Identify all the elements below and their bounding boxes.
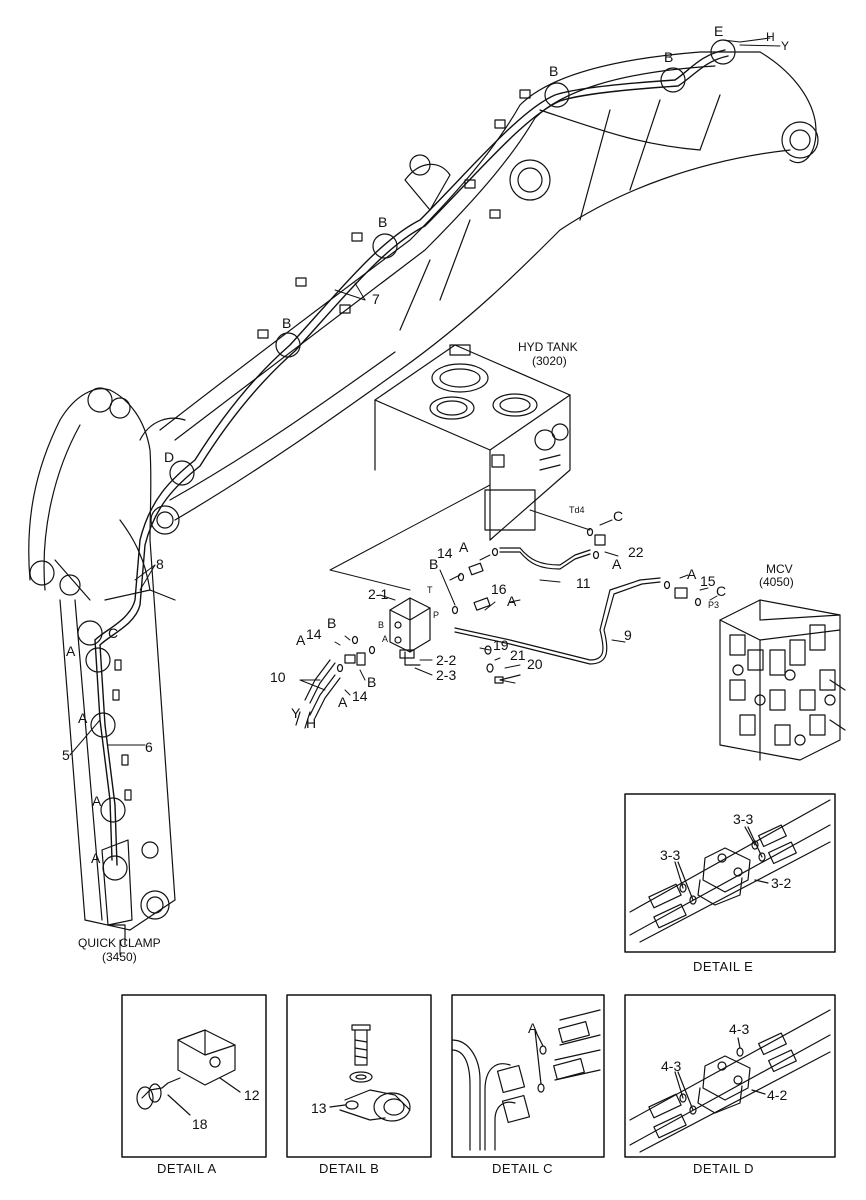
boom [139,51,819,535]
callout-14-3: 14 [352,688,368,704]
callout-6: 6 [145,739,153,755]
detail-e-caption: DETAIL E [693,959,754,974]
port-b-label: B [378,620,385,630]
mcv-valve [719,599,846,761]
fittings [295,527,702,729]
callout-b-2: B [549,63,559,79]
detail-e-3-3-a: 3-3 [733,811,754,827]
manifold-block [389,597,431,666]
callout-a-7: A [507,593,517,609]
callout-2-3: 2-3 [436,667,457,683]
callout-b-6: B [327,615,337,631]
callout-c: C [108,625,119,641]
callout-e: E [714,23,724,39]
machine-leaders [69,37,781,956]
arm [28,387,176,946]
port-p-label: P [433,610,440,620]
callout-a-9: A [338,694,348,710]
detail-d-drawing [624,994,836,1158]
detail-a-caption: DETAIL A [157,1161,217,1176]
detail-d-4-3-a: 4-3 [729,1021,750,1037]
detail-d-caption: DETAIL D [693,1161,755,1176]
callout-a-10: A [687,566,697,582]
callout-y-2: Y [291,705,301,721]
callout-2-1: 2-1 [368,586,389,602]
callout-h: H [766,30,775,44]
callout-d: D [164,449,175,465]
callout-5: 5 [62,747,70,763]
port-t-label: T [427,585,433,595]
callout-h-2: H [306,715,317,731]
callout-8: 8 [156,556,164,572]
callout-9: 9 [624,627,632,643]
quick-clamp-code: (3450) [102,950,137,964]
callout-b-5: B [429,556,439,572]
callout-c-3: C [716,583,727,599]
callout-a-4: A [91,850,101,866]
callout-11: 11 [576,575,591,591]
port-a-label: A [382,634,389,644]
detail-e-3-2: 3-2 [771,875,792,891]
detail-d-4-3-b: 4-3 [661,1058,682,1074]
callout-a-6: A [612,556,622,572]
detail-a-18: 18 [192,1116,208,1132]
mcv-label: MCV [766,562,793,576]
callout-14-1: 14 [437,545,453,561]
hyd-tank-label: HYD TANK [518,340,578,354]
callout-16: 16 [491,581,507,597]
hyd-tank [374,344,571,541]
callout-21: 21 [510,647,526,663]
detail-e-drawing [624,793,836,953]
detail-e-3-3-b: 3-3 [660,847,681,863]
callout-20: 20 [527,656,543,672]
callout-y: Y [781,39,790,53]
callout-15: 15 [700,573,716,589]
detail-a-drawing [121,994,267,1158]
detail-circles [77,39,736,881]
callout-19: 19 [493,637,509,653]
callout-b-1: B [664,49,674,65]
callout-a-3: A [92,793,102,809]
detail-a-12: 12 [244,1087,260,1103]
callout-b-7: B [367,674,377,690]
callout-b-4: B [282,315,292,331]
callout-2-2: 2-2 [436,652,457,668]
callout-a-8: A [296,632,306,648]
callout-b-3: B [378,214,388,230]
detail-c-caption: DETAIL C [492,1161,554,1176]
callout-22: 22 [628,544,644,560]
detail-b-drawing [286,994,432,1158]
callout-a-2: A [78,710,88,726]
p3-port-label: P3 [708,600,720,610]
callout-a-5: A [459,539,469,555]
tank-leaders [329,484,591,591]
quick-clamp-label: QUICK CLAMP [78,936,161,950]
detail-d-4-2: 4-2 [767,1087,788,1103]
callout-10: 10 [270,669,286,685]
mcv-code: (4050) [759,575,794,589]
callout-14-2: 14 [306,626,322,642]
td4-port-label: Td4 [569,505,585,515]
fitting-leaders [299,519,718,696]
detail-c-drawing [451,994,605,1158]
callout-a-1: A [66,643,76,659]
boom-arm-pipes [94,49,729,866]
callout-c-2: C [613,508,624,524]
detail-c-a: A [528,1020,538,1036]
hyd-tank-code: (3020) [532,354,567,368]
detail-b-caption: DETAIL B [319,1161,380,1176]
callout-7: 7 [372,291,380,307]
detail-b-13: 13 [311,1100,327,1116]
